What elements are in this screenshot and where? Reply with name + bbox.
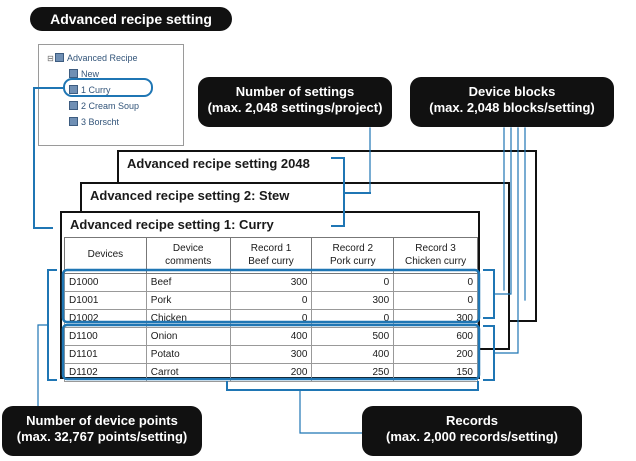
tree-item-label: New [81, 69, 100, 79]
points-callout: Number of device points (max. 32,767 poi… [2, 406, 202, 456]
recipe-icon [69, 101, 78, 110]
block-bracket-1 [483, 269, 495, 319]
tree-item-label: 1 Curry [81, 85, 111, 95]
folder-icon [55, 53, 64, 62]
record-value-cell[interactable]: 150 [393, 363, 478, 382]
sheet-title: Advanced recipe setting 2: Stew [90, 188, 290, 203]
blocks-callout-line-2 [493, 127, 519, 354]
tree-item-new[interactable]: New [69, 67, 99, 81]
sheet-title: Advanced recipe setting 2048 [127, 156, 310, 171]
block-highlight-1 [61, 268, 481, 324]
records-callout: Records (max. 2,000 records/setting) [362, 406, 582, 456]
new-icon [69, 69, 78, 78]
comment-cell[interactable]: Carrot [145, 363, 231, 382]
tree-item-root[interactable]: ⊟ Advanced Recipe [47, 51, 138, 65]
blocks-callout: Device blocks (max. 2,048 blocks/setting… [410, 77, 614, 127]
settings-callout: Number of settings (max. 2,048 settings/… [198, 77, 392, 127]
block-highlight-2 [61, 323, 481, 381]
records-bracket [226, 381, 479, 391]
tree-item-label: 3 Borscht [81, 117, 120, 127]
block-bracket-2 [483, 325, 495, 381]
tree-highlight-ring [63, 78, 153, 97]
record-value-cell[interactable]: 600 [393, 327, 478, 346]
record-value-cell[interactable]: 200 [393, 345, 478, 364]
sheet-title: Advanced recipe setting 1: Curry [70, 217, 274, 232]
tree-item-curry[interactable]: 1 Curry [69, 83, 111, 97]
points-callout-line [37, 324, 49, 407]
tree-item-label: 2 Cream Soup [81, 101, 140, 111]
tree-item-borscht[interactable]: 3 Borscht [69, 115, 119, 129]
records-callout-line [299, 389, 363, 434]
recipe-icon [69, 117, 78, 126]
recipe-icon [69, 85, 78, 94]
collapse-icon[interactable]: ⊟ [47, 54, 54, 63]
recipe-sheet-1: Advanced recipe setting 1: Curry Devices… [60, 211, 480, 382]
blocks-callout-line-1 [493, 127, 512, 295]
tree-item-cream-soup[interactable]: 2 Cream Soup [69, 99, 139, 113]
tree-item-label: Advanced Recipe [67, 53, 138, 63]
diagram-title: Advanced recipe setting [30, 7, 232, 31]
tree-connector-line [33, 87, 65, 229]
points-bracket [47, 269, 57, 381]
settings-bracket [331, 157, 345, 227]
